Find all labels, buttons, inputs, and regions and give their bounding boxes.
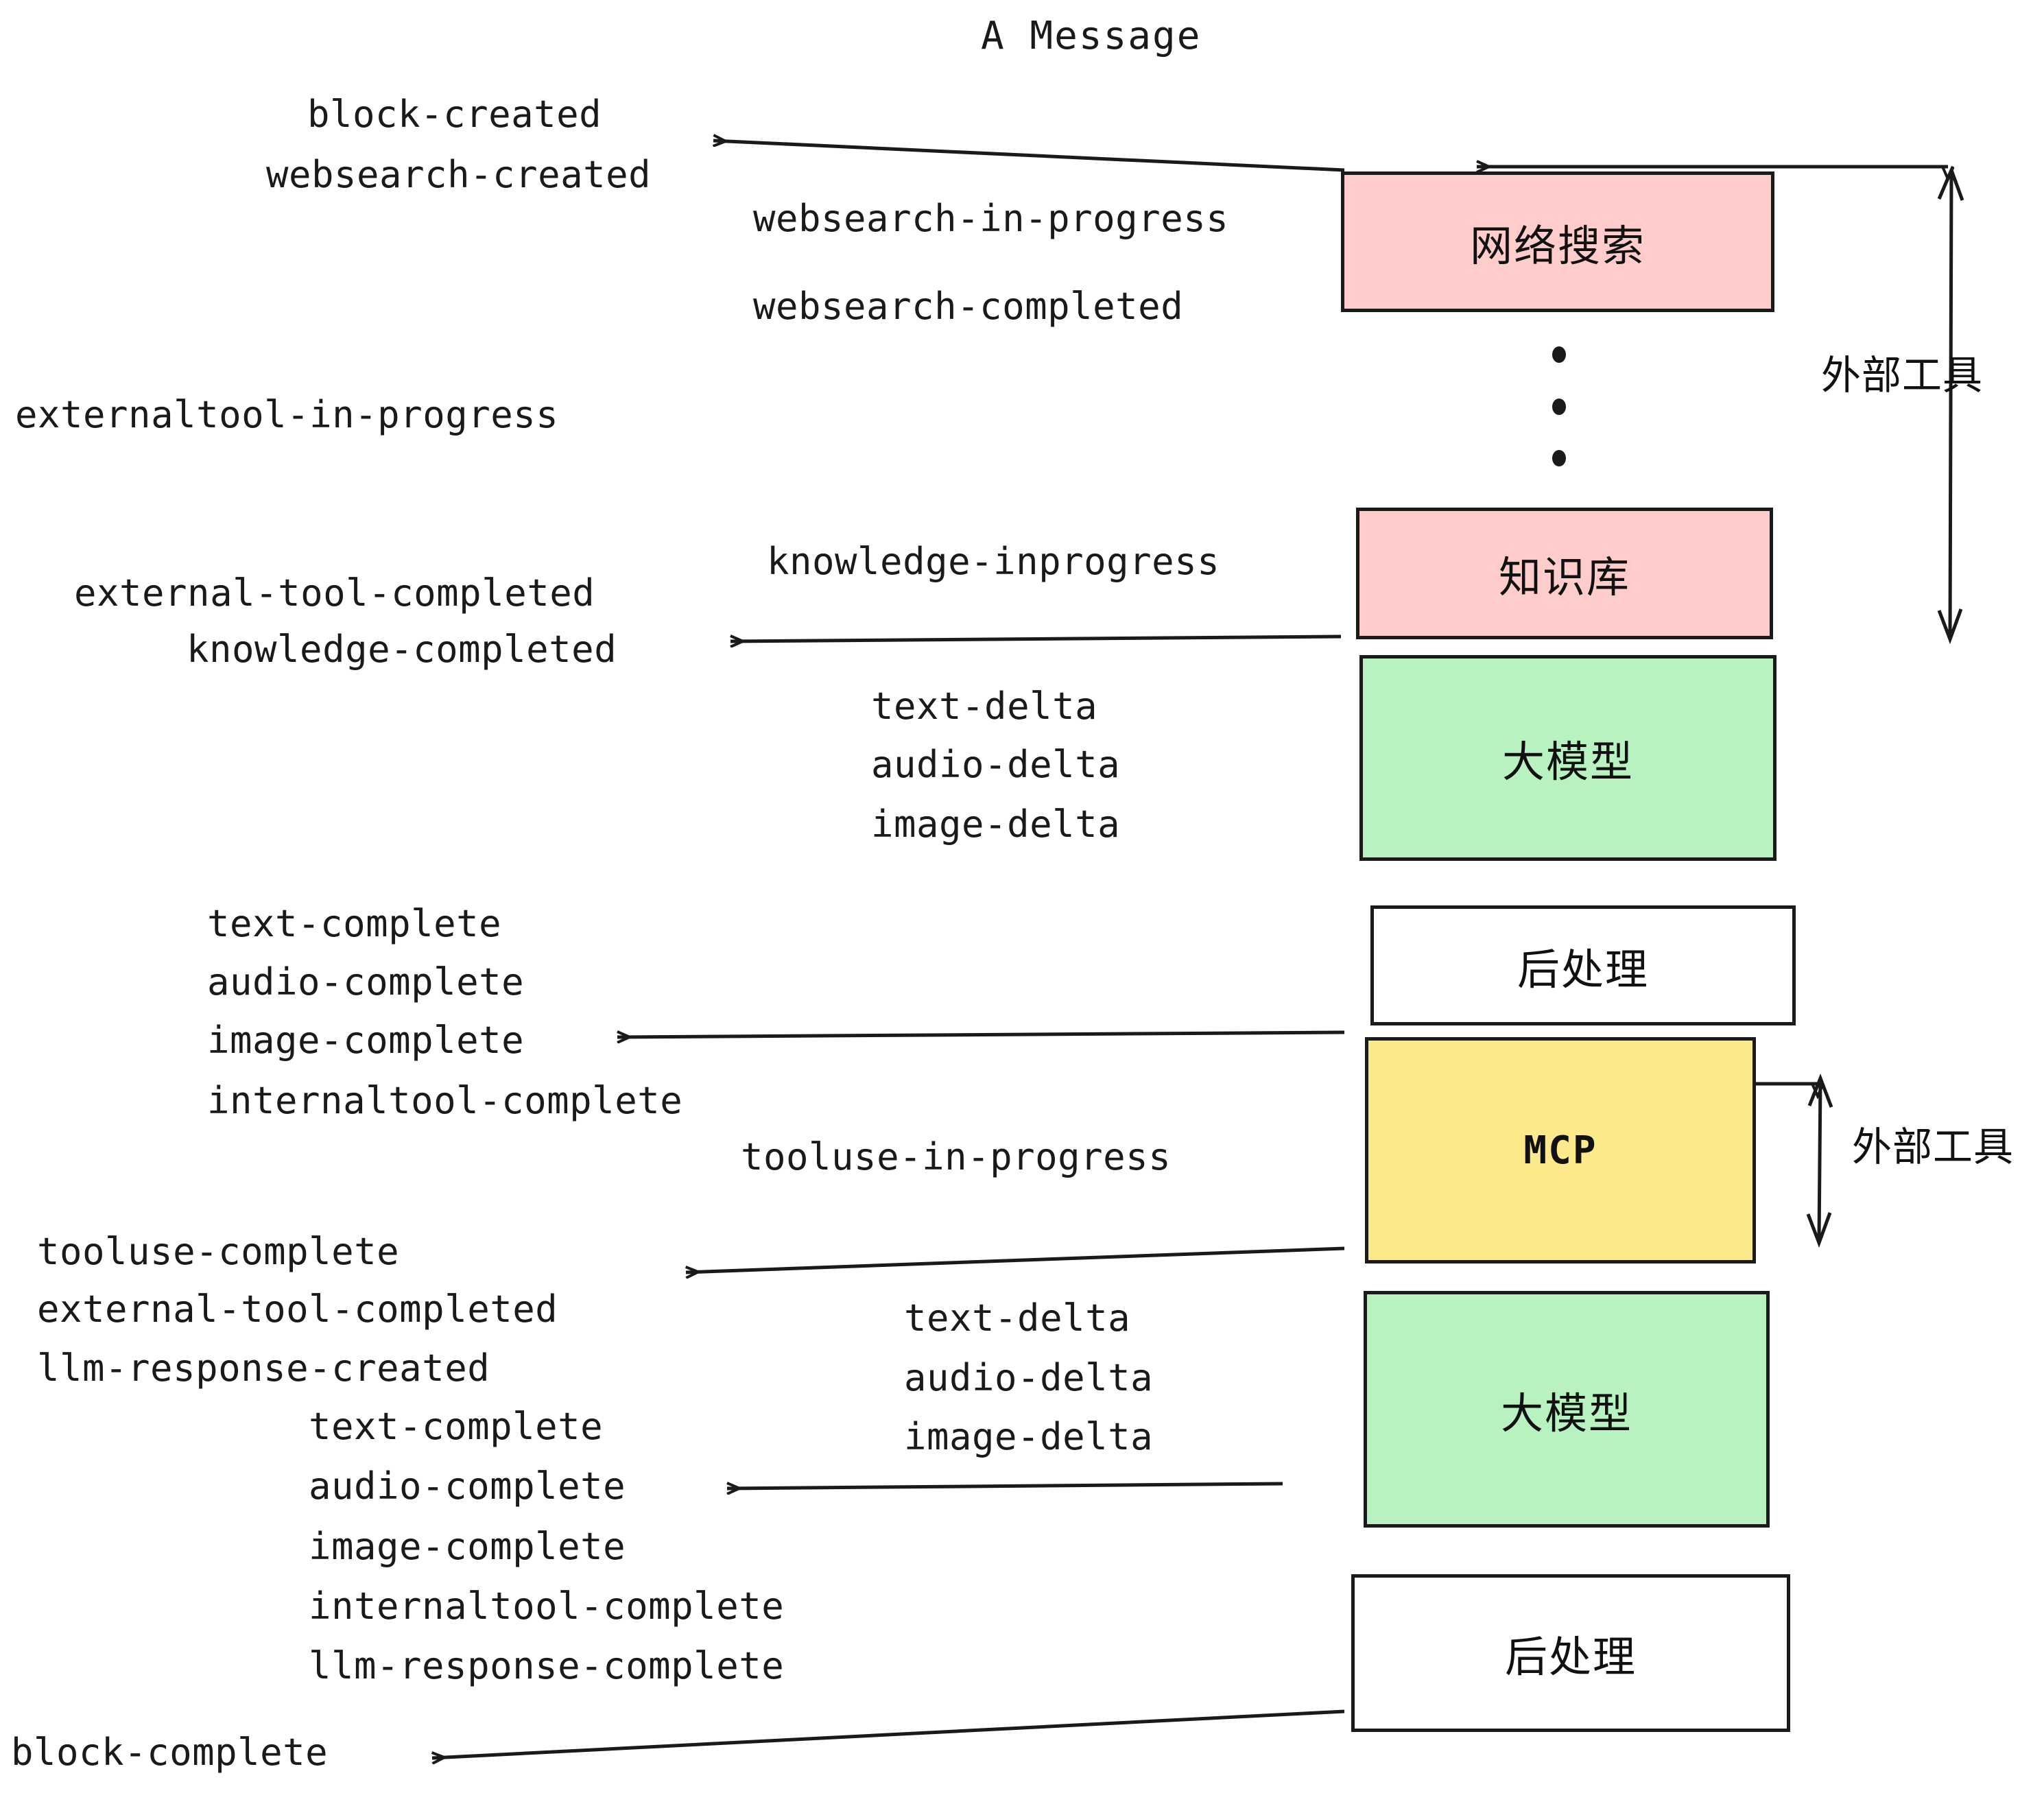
node-knowledge-base[interactable]: 知识库 — [1356, 508, 1773, 639]
event-external-tool-completed-2: external-tool-completed — [37, 1287, 558, 1331]
event-text-delta-2: text-delta — [904, 1296, 1131, 1340]
event-tooluse-complete: tooluse-complete — [37, 1230, 400, 1273]
dot-2 — [1552, 398, 1566, 415]
event-image-complete-2: image-complete — [309, 1525, 626, 1568]
arrow-websearch-to-block-created — [713, 141, 1345, 172]
event-websearch-completed: websearch-completed — [753, 285, 1184, 328]
event-audio-delta-1: audio-delta — [871, 743, 1121, 786]
arrow-postprocess-to-block-complete — [432, 1709, 1345, 1758]
arrow-knowledge-to-completed — [730, 637, 1342, 641]
node-postprocess-top-label: 后处理 — [1517, 944, 1649, 995]
arrow-external-tools-top — [1937, 165, 1964, 645]
node-mcp-label: MCP — [1523, 1128, 1597, 1173]
node-websearch-label: 网络搜索 — [1469, 220, 1645, 271]
node-mcp[interactable]: MCP — [1365, 1037, 1756, 1263]
event-image-delta-1: image-delta — [871, 803, 1121, 846]
node-llm-bottom[interactable]: 大模型 — [1364, 1291, 1770, 1528]
event-internaltool-complete-1: internaltool-complete — [207, 1079, 683, 1122]
node-websearch[interactable]: 网络搜索 — [1341, 171, 1774, 312]
node-knowledge-base-label: 知识库 — [1498, 552, 1630, 602]
label-external-tools-top: 外部工具 — [1821, 352, 1984, 399]
event-block-complete: block-complete — [11, 1731, 329, 1774]
event-websearch-in-progress: websearch-in-progress — [753, 197, 1229, 240]
event-image-complete-1: image-complete — [207, 1019, 525, 1062]
event-externaltool-in-progress: externaltool-in-progress — [15, 393, 559, 436]
page-title: A Message — [981, 14, 1202, 58]
ellipsis-vertical — [1552, 346, 1567, 466]
event-tooluse-in-progress: tooluse-in-progress — [741, 1135, 1172, 1178]
event-internaltool-complete-2: internaltool-complete — [309, 1585, 785, 1628]
event-llm-response-created: llm-response-created — [37, 1346, 490, 1390]
arrow-external-tools-bottom — [1806, 1073, 1833, 1248]
arrow-mcp-to-tooluse-complete — [686, 1246, 1345, 1272]
event-image-delta-2: image-delta — [904, 1415, 1154, 1458]
node-postprocess-bottom-label: 后处理 — [1504, 1632, 1637, 1682]
node-postprocess-top[interactable]: 后处理 — [1370, 905, 1796, 1025]
node-postprocess-bottom[interactable]: 后处理 — [1351, 1574, 1790, 1732]
arrow-llm-to-audio-complete — [727, 1484, 1283, 1488]
event-block-created: block-created — [307, 93, 602, 136]
event-knowledge-completed: knowledge-completed — [187, 628, 617, 671]
event-websearch-created: websearch-created — [266, 153, 652, 196]
event-knowledge-inprogress: knowledge-inprogress — [767, 540, 1220, 583]
dot-1 — [1552, 346, 1566, 363]
event-llm-response-complete: llm-response-complete — [309, 1644, 785, 1687]
node-llm-top-label: 大模型 — [1501, 737, 1634, 787]
dot-3 — [1552, 450, 1566, 466]
event-external-tool-completed-1: external-tool-completed — [74, 571, 595, 615]
event-text-complete-2: text-complete — [309, 1405, 604, 1448]
event-text-complete-1: text-complete — [207, 902, 502, 945]
node-llm-top[interactable]: 大模型 — [1359, 655, 1776, 861]
event-audio-complete-2: audio-complete — [309, 1464, 626, 1508]
arrow-postprocess-to-image-complete — [617, 1032, 1345, 1037]
label-external-tools-bottom: 外部工具 — [1852, 1124, 2015, 1170]
event-text-delta-1: text-delta — [871, 685, 1098, 728]
node-llm-bottom-label: 大模型 — [1500, 1388, 1632, 1438]
event-audio-delta-2: audio-delta — [904, 1356, 1154, 1399]
event-audio-complete-1: audio-complete — [207, 960, 525, 1004]
